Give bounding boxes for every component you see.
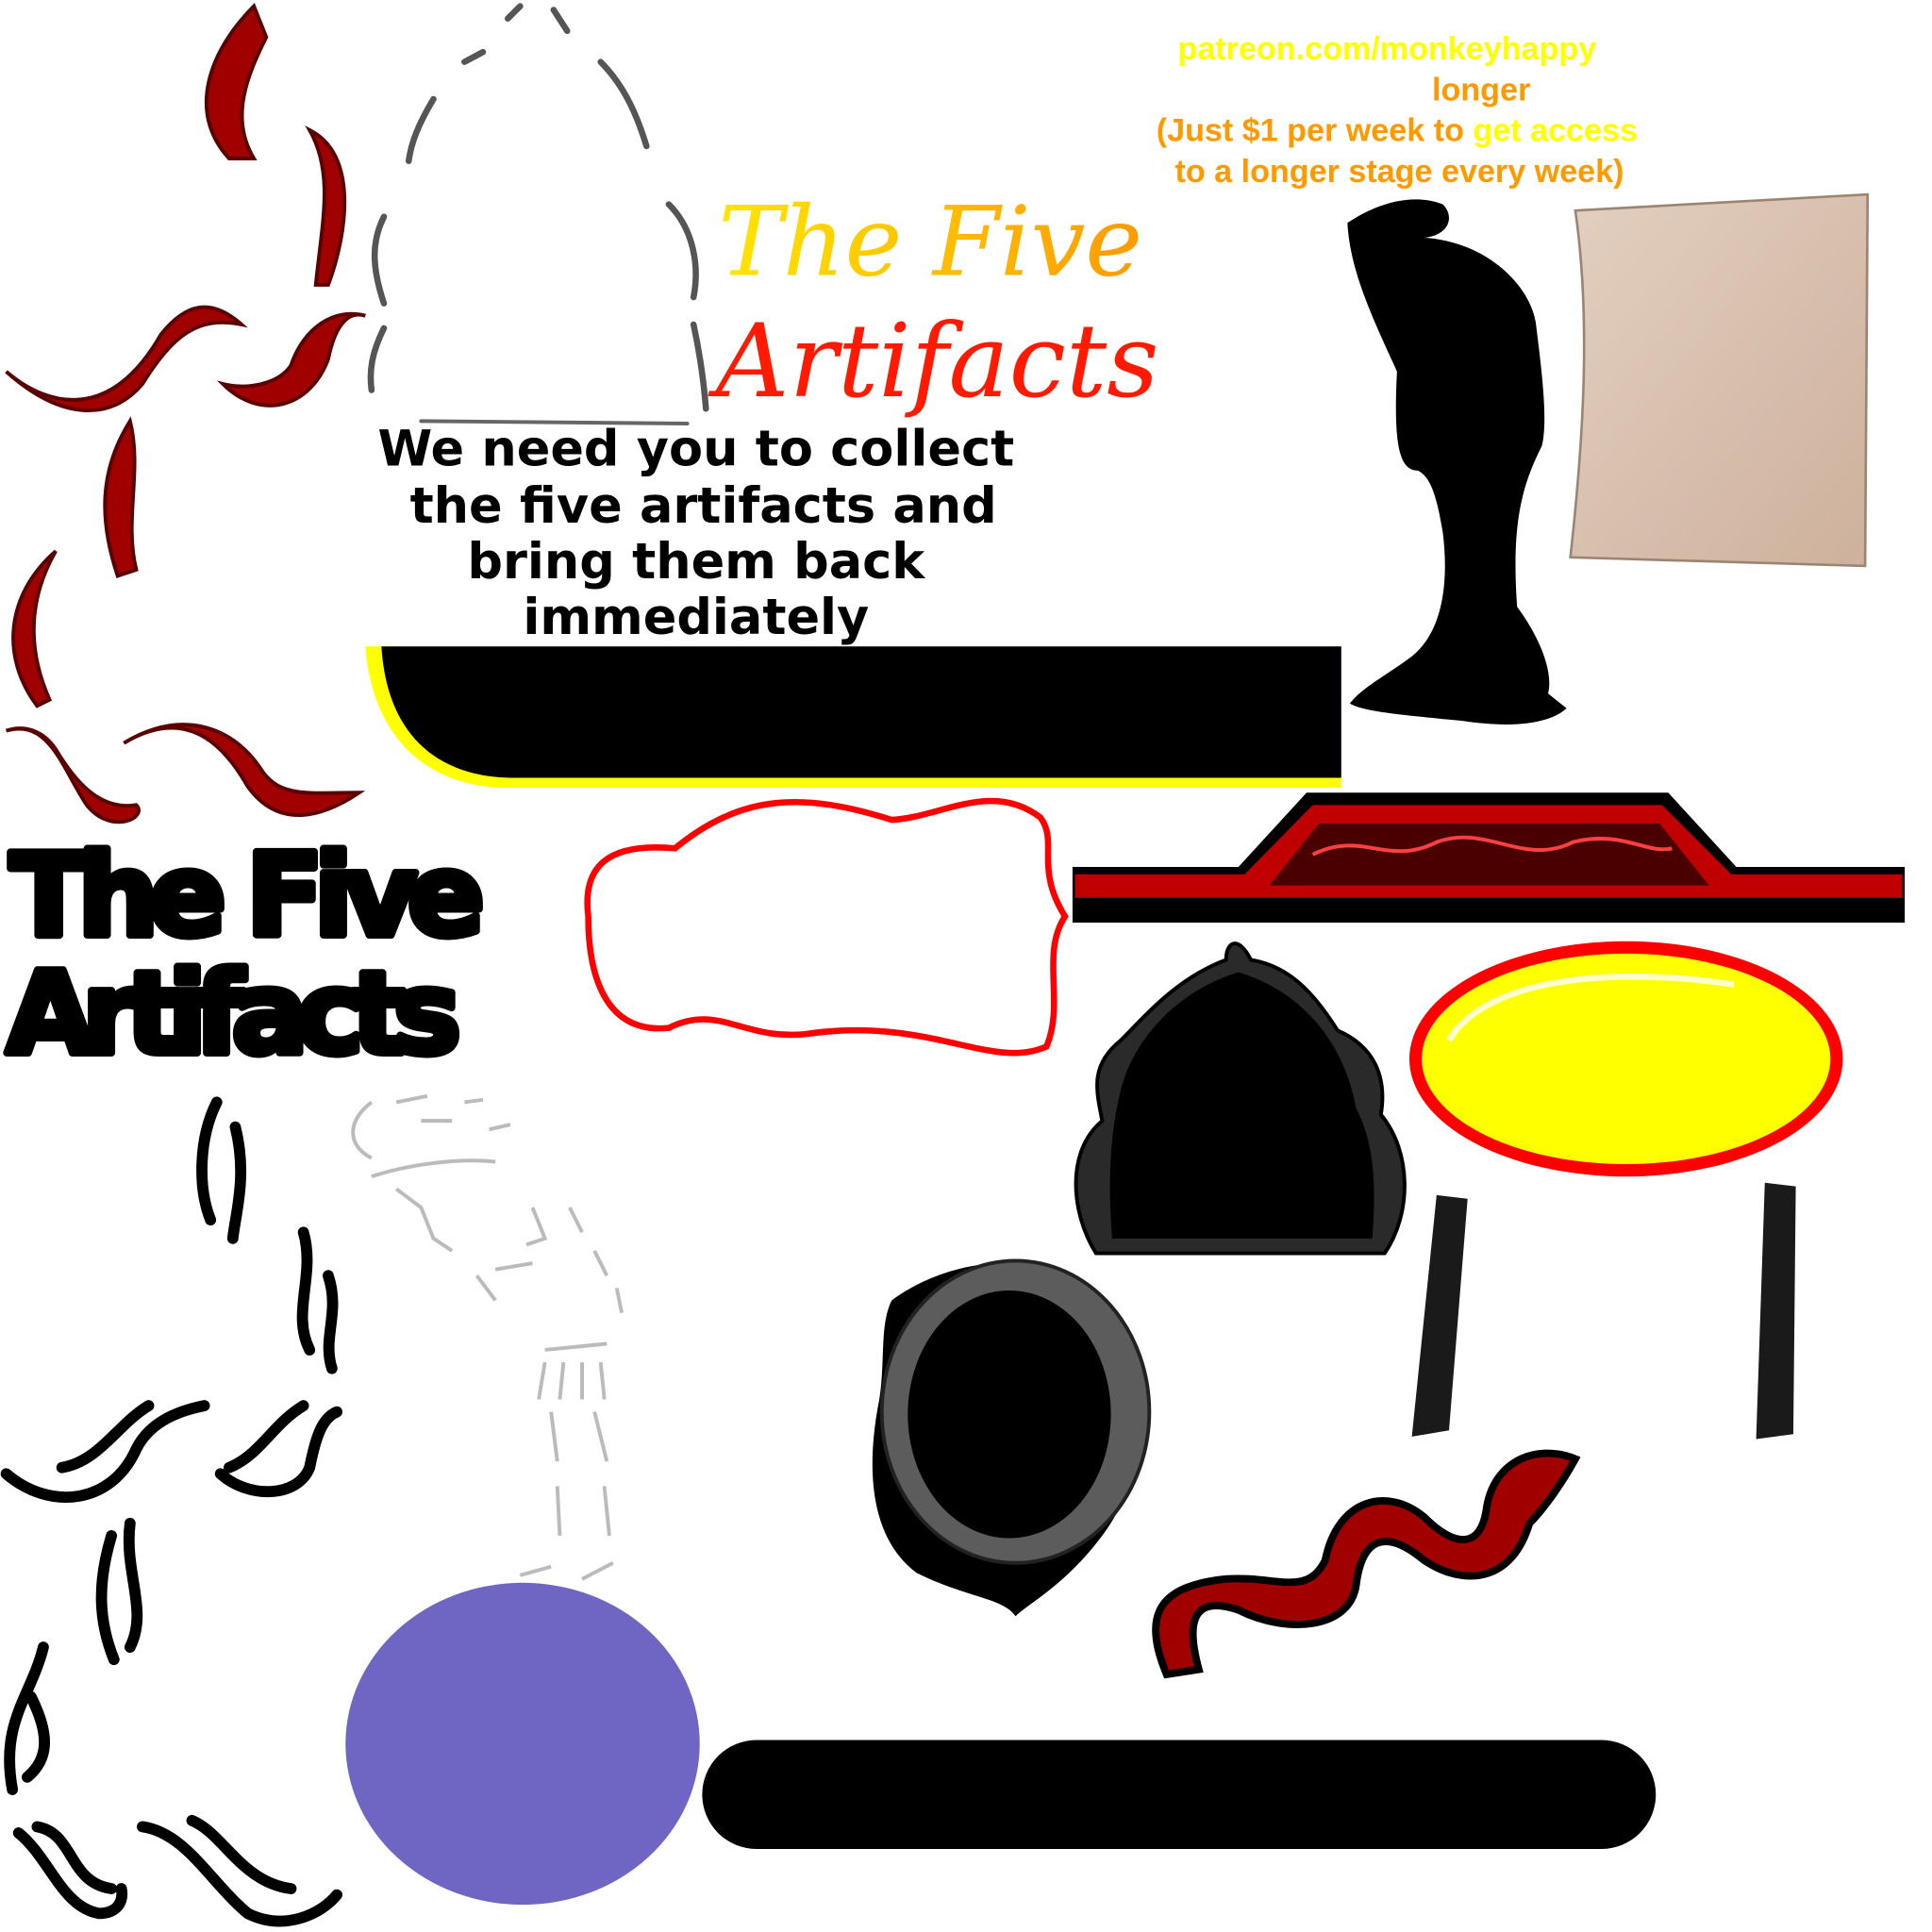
faint-figure-sketch [351, 1093, 624, 1581]
graffiti-line-1: The Five [10, 830, 480, 962]
purple-orb [345, 1582, 700, 1906]
dark-arch-inner [1109, 972, 1374, 1239]
title-line-2: Artifacts [708, 303, 1159, 421]
promo-line-4: to a longer stage every week) [1174, 154, 1624, 190]
parchment-panel [1569, 192, 1870, 568]
dialog-bar-fill [381, 646, 1341, 778]
graffiti-title: The Five Artifacts [3, 826, 494, 1084]
pillar-left [1411, 1194, 1468, 1437]
speech-frame [584, 797, 1069, 1057]
graffiti-line-2: Artifacts [7, 948, 457, 1080]
patreon-promo: patreon.com/monkeyhappy longer (Just $1 … [1157, 31, 1638, 190]
promo-longer: longer [1432, 72, 1530, 108]
black-swirl-set [0, 1096, 342, 1927]
message-line: the five artifacts and [410, 477, 997, 535]
message-line: We need you to collect [377, 421, 1014, 478]
yellow-plate-fill [1422, 953, 1831, 1165]
promo-line-3: (Just $1 per week to get access [1157, 113, 1638, 149]
black-pill-bar [702, 1740, 1657, 1850]
pillar-right [1756, 1182, 1796, 1440]
message-line: immediately [523, 589, 869, 646]
ornate-banner [1072, 792, 1906, 924]
patreon-link[interactable]: patreon.com/monkeyhappy [1177, 31, 1596, 67]
message-line: bring them back [467, 533, 925, 591]
promo-line-3a: (Just $1 per week to [1157, 113, 1474, 149]
red-swirl-set [5, 3, 366, 824]
red-serpent [1152, 1449, 1581, 1679]
mission-message: We need you to collect the five artifact… [377, 421, 1014, 647]
ghost-arch-outline [367, 3, 709, 425]
title-line-1: The Five [718, 186, 1142, 298]
statue-silhouette [1347, 199, 1567, 724]
dark-mirror [872, 1258, 1152, 1617]
promo-line-3b: get access [1473, 113, 1638, 149]
